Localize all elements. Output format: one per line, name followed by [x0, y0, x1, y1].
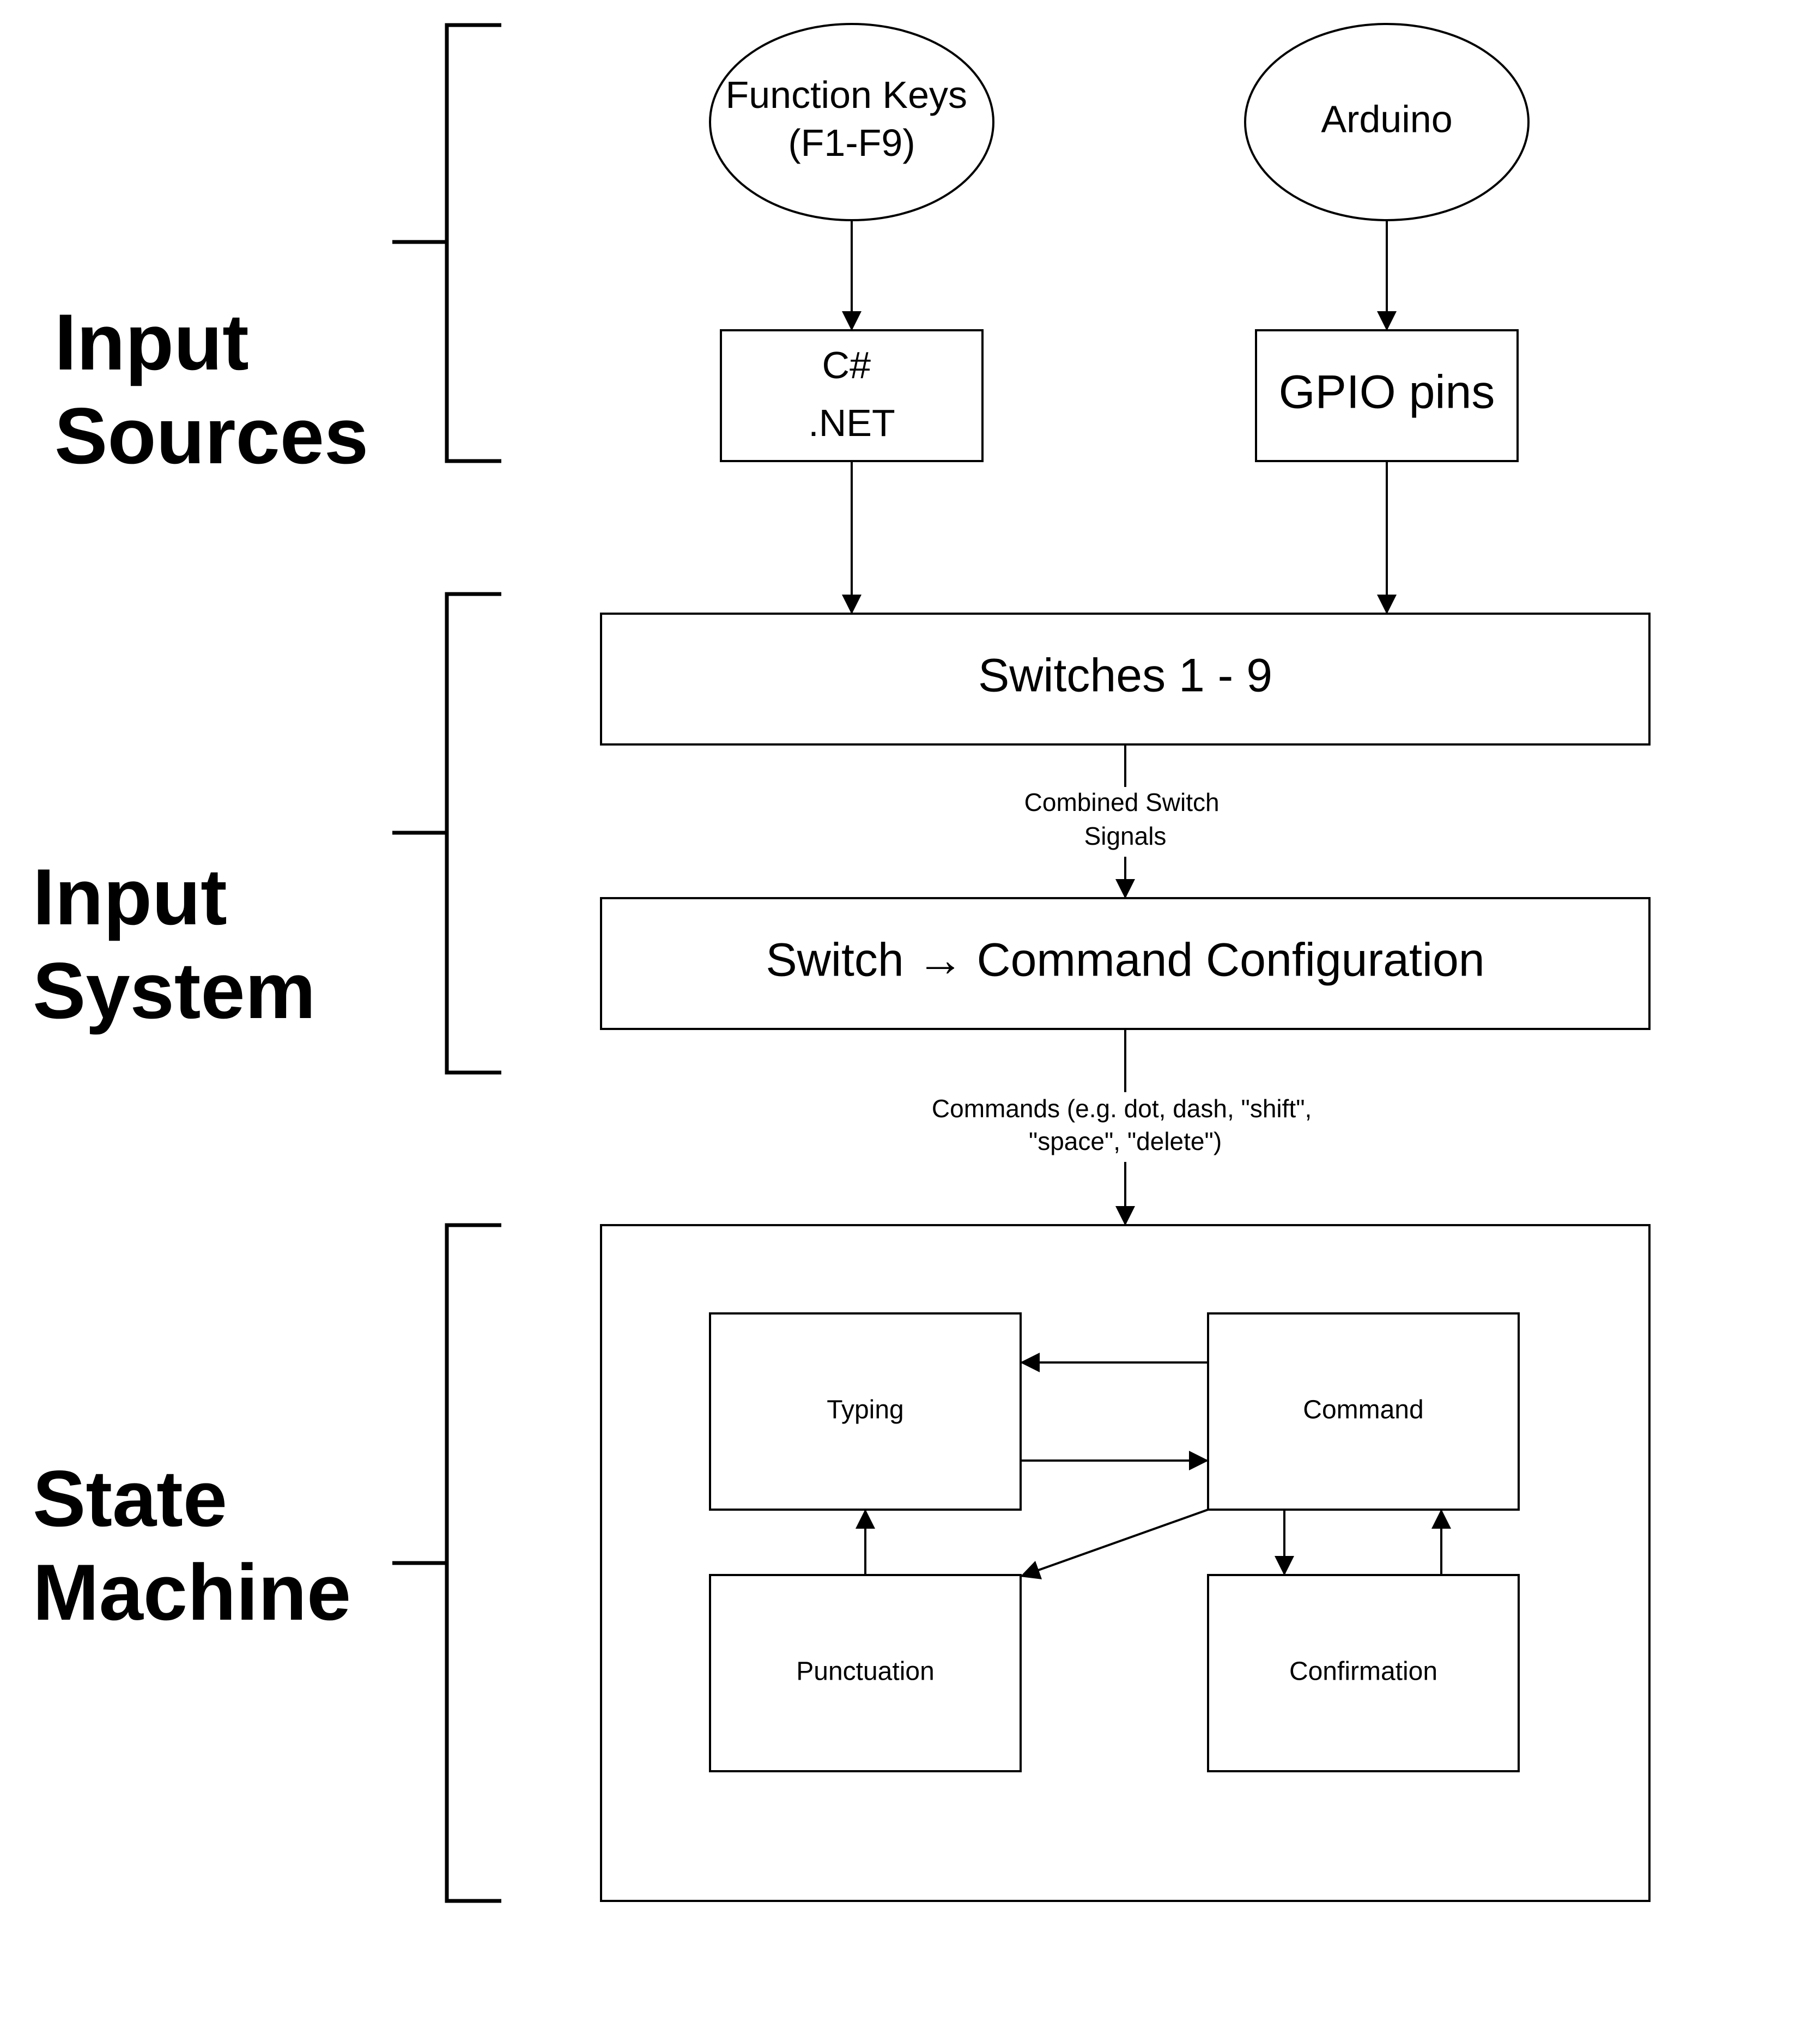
- node-switches-label: Switches 1 - 9: [978, 650, 1272, 702]
- node-csharp-net-label: C# .NET: [808, 344, 895, 444]
- edge-config-to-state-machine: Commands (e.g. dot, dash, "shift", "spac…: [932, 1029, 1319, 1226]
- bracket-input-sources: [392, 23, 501, 463]
- transition-command-to-punctuation: [1020, 1509, 1209, 1579]
- bracket-input-system: [392, 592, 501, 1075]
- state-typing-label: Typing: [827, 1396, 903, 1425]
- node-switch-command-config[interactable]: Switch → Command Configuration: [600, 897, 1651, 1030]
- state-command[interactable]: Command: [1207, 1312, 1520, 1511]
- state-punctuation[interactable]: Punctuation: [709, 1574, 1022, 1772]
- node-csharp-net[interactable]: C# .NET: [720, 329, 984, 462]
- edge-switches-to-config: Combined Switch Signals: [1024, 744, 1227, 899]
- node-gpio-pins[interactable]: GPIO pins: [1255, 329, 1519, 462]
- state-confirmation[interactable]: Confirmation: [1207, 1574, 1520, 1772]
- bracket-state-machine: [392, 1223, 501, 1903]
- node-function-keys[interactable]: Function Keys (F1-F9): [709, 23, 994, 221]
- state-command-label: Command: [1303, 1396, 1423, 1425]
- node-function-keys-label: Function Keys (F1-F9): [725, 74, 978, 164]
- node-switch-command-config-label: Switch → Command Configuration: [766, 934, 1484, 986]
- edge-label-combined-switch-signals: Combined Switch Signals: [1024, 788, 1227, 850]
- node-arduino[interactable]: Arduino: [1244, 23, 1530, 221]
- section-title-input-sources: Input Sources: [54, 298, 368, 480]
- node-arduino-label: Arduino: [1321, 98, 1452, 140]
- edge-label-commands: Commands (e.g. dot, dash, "shift", "spac…: [932, 1094, 1319, 1155]
- state-typing[interactable]: Typing: [709, 1312, 1022, 1511]
- section-title-input-system: Input System: [33, 852, 316, 1035]
- state-confirmation-label: Confirmation: [1289, 1657, 1437, 1686]
- state-punctuation-label: Punctuation: [796, 1657, 935, 1686]
- node-switches[interactable]: Switches 1 - 9: [600, 613, 1651, 746]
- node-gpio-pins-label: GPIO pins: [1279, 366, 1495, 419]
- section-title-state-machine: State Machine: [33, 1454, 351, 1637]
